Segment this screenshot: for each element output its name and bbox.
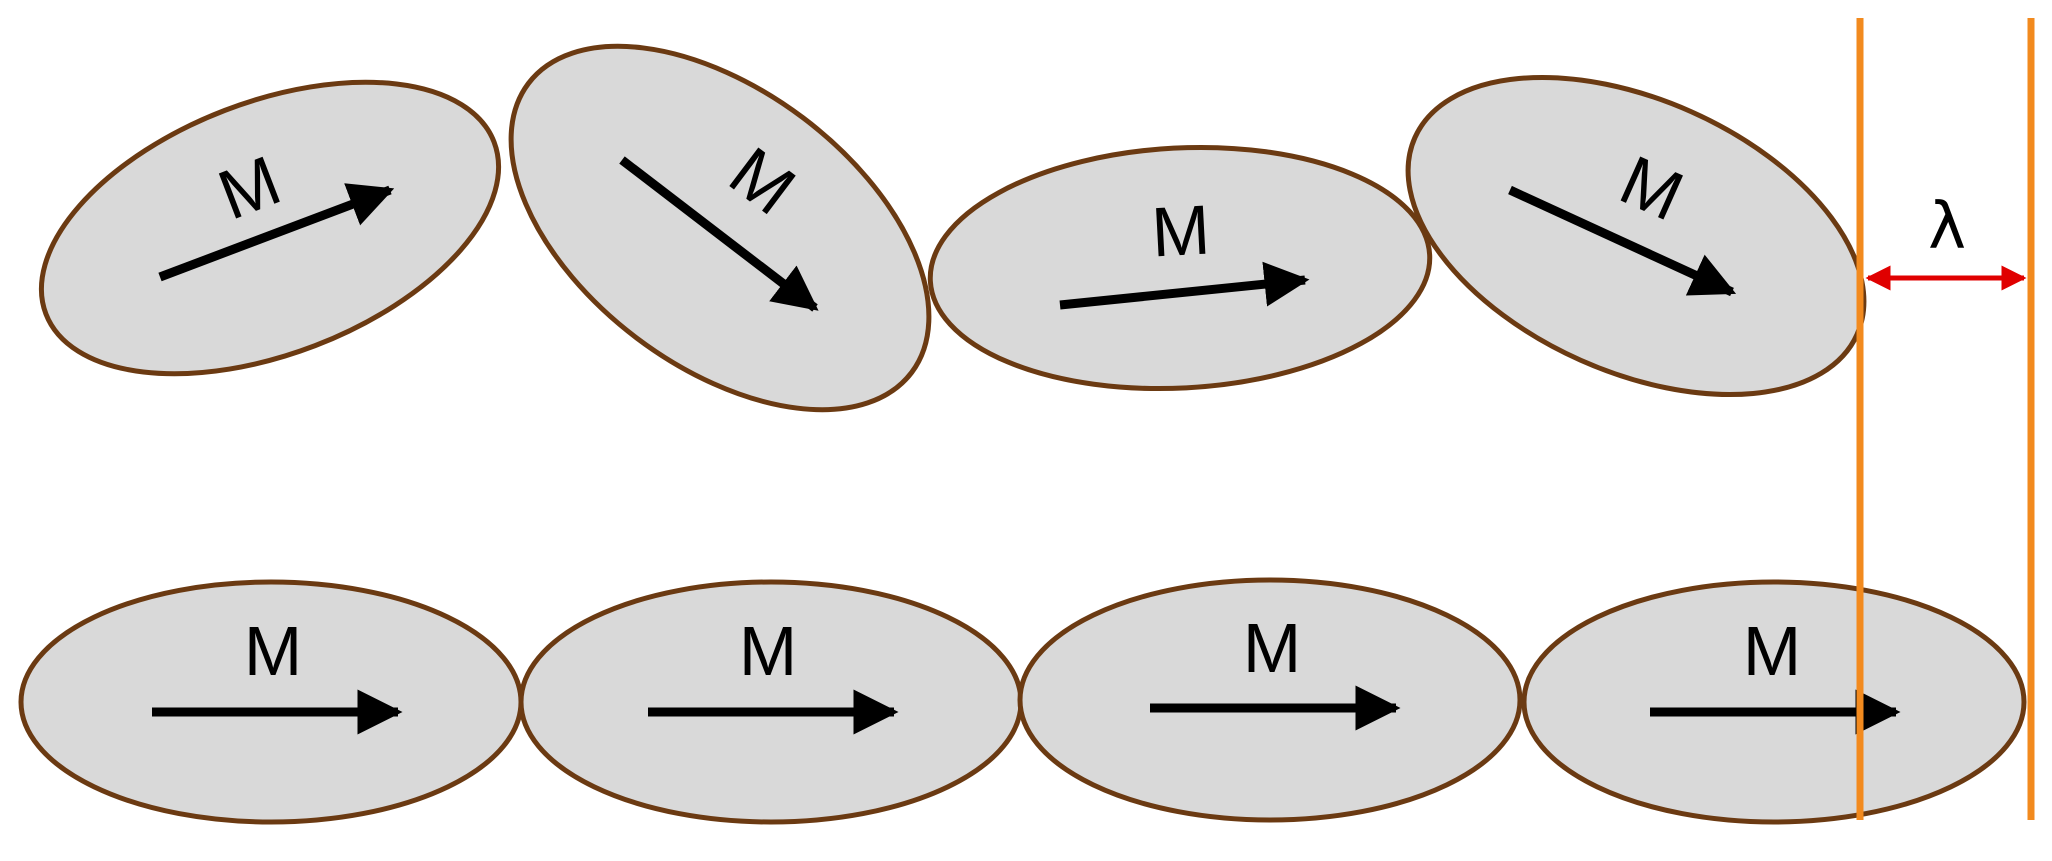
top-domain-3: M [927,144,1433,392]
domain-ellipse [1521,579,2027,825]
domain-ellipse [1405,74,1867,398]
domain-ellipse [508,43,932,413]
wavelength-marker: λ [1856,18,2035,820]
bottom-domain-3: M [1017,577,1523,823]
top-domain-1: M [38,79,502,377]
magnetization-label: M [1150,191,1212,272]
magnetization-label: M [1743,612,1801,690]
magnetization-arrow [619,156,819,312]
bottom-row: M M M M [18,577,2027,825]
domain-ellipse [1017,577,1523,823]
lambda-label: λ [1928,190,1966,264]
magnetization-label: M [1243,609,1301,687]
domain-ellipse [38,79,502,377]
top-row: M M M M [38,43,1867,413]
domain-ellipse [927,144,1433,392]
bottom-domain-2: M [518,579,1024,825]
magnetization-arrow [1508,185,1737,297]
bottom-domain-4: M [1521,579,2027,825]
top-domain-4: M [1405,74,1867,398]
magnetization-arrow [158,183,395,282]
magnetization-label: M [739,612,797,690]
magnetization-arrow [1059,261,1310,310]
top-domain-2: M [508,43,932,413]
magnetization-label: M [244,612,302,690]
bottom-domain-1: M [18,579,524,825]
